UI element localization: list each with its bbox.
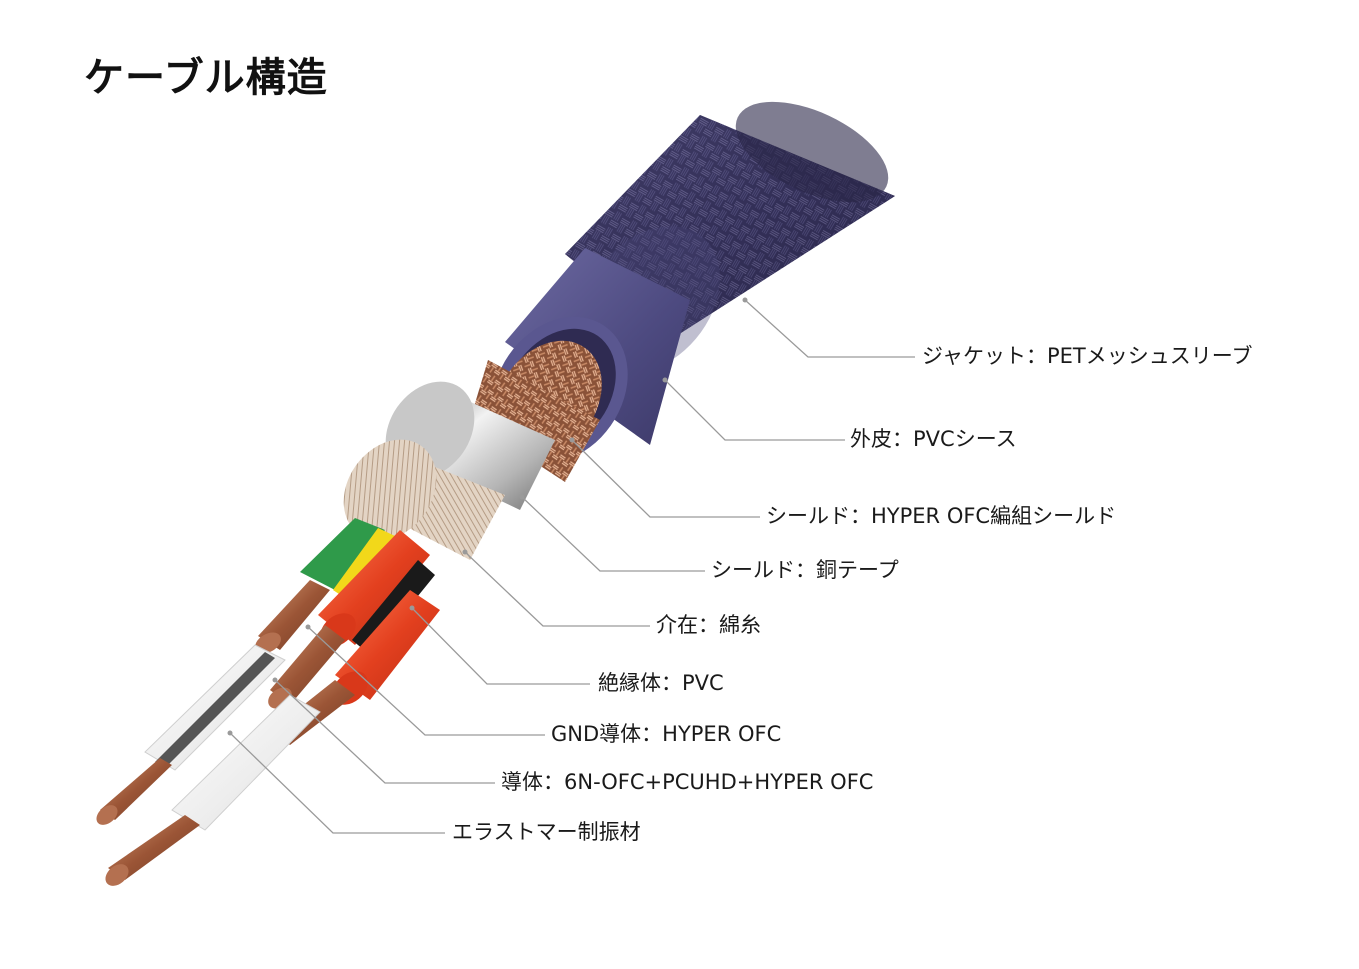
damper-wire-right bbox=[105, 694, 321, 886]
label-damper: エラストマー制振材 bbox=[452, 820, 641, 844]
leader-filler bbox=[464, 551, 650, 627]
leader-insulation bbox=[411, 607, 590, 685]
label-jacket: ジャケット：PETメッシュスリーブ bbox=[922, 344, 1253, 368]
label-copper-tape: シールド：銅テープ bbox=[711, 558, 899, 582]
cotton-filler bbox=[343, 439, 505, 560]
leader-braid bbox=[571, 439, 760, 518]
damper-wire-left bbox=[96, 644, 286, 825]
label-filler: 介在：綿糸 bbox=[656, 613, 761, 637]
label-insulation: 絶縁体：PVC bbox=[598, 671, 724, 695]
page-title: ケーブル構造 bbox=[84, 55, 328, 101]
label-sheath: 外皮：PVCシース bbox=[850, 427, 1017, 451]
leader-conductor bbox=[274, 679, 495, 784]
red-wire-upper bbox=[268, 530, 435, 709]
leader-gnd bbox=[307, 626, 545, 736]
label-gnd-conductor: GND導体：HYPER OFC bbox=[551, 722, 782, 746]
leader-sheath bbox=[664, 379, 845, 441]
leader-damper bbox=[229, 732, 445, 834]
label-conductor: 導体：6N-OFC+PCUHD+HYPER OFC bbox=[501, 770, 874, 794]
label-braid-shield: シールド：HYPER OFC編組シールド bbox=[766, 504, 1117, 528]
leader-jacket bbox=[744, 299, 915, 358]
leader-tape bbox=[521, 496, 705, 572]
